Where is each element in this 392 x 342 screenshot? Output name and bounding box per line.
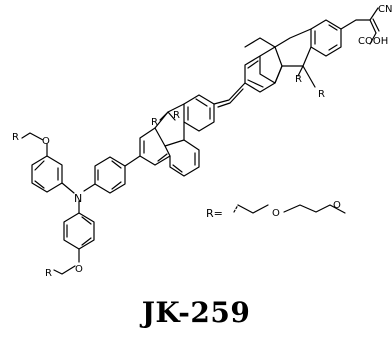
r-definition-label: R=: [206, 207, 223, 220]
phenylene-linker: [94, 155, 141, 194]
ether-oxygen-2: O: [333, 200, 341, 211]
vinylene-bridge: [213, 82, 246, 108]
ether-oxygen-1: O: [272, 208, 280, 219]
r-label-middle-2: R: [173, 110, 180, 121]
triphenylamine-core: [21, 132, 96, 275]
oxygen-label-upper: O: [42, 136, 50, 147]
r-label-upper-1: R: [295, 74, 302, 85]
cooh-label: COOH: [358, 36, 388, 47]
nitrogen-label: N: [74, 192, 82, 205]
r-label-middle-1: R: [151, 117, 158, 128]
r-label-upper-left: R: [12, 132, 19, 143]
cn-label: CN: [378, 4, 392, 15]
r-label-lower: R: [45, 268, 52, 279]
r-label-upper-2: R: [318, 89, 325, 100]
upper-fluorene-unit: [244, 7, 380, 93]
middle-fluorene-unit: [139, 94, 215, 177]
compound-name: JK-259: [141, 296, 251, 329]
r-group-definition: [233, 204, 346, 214]
oxygen-label-lower: O: [75, 264, 83, 275]
